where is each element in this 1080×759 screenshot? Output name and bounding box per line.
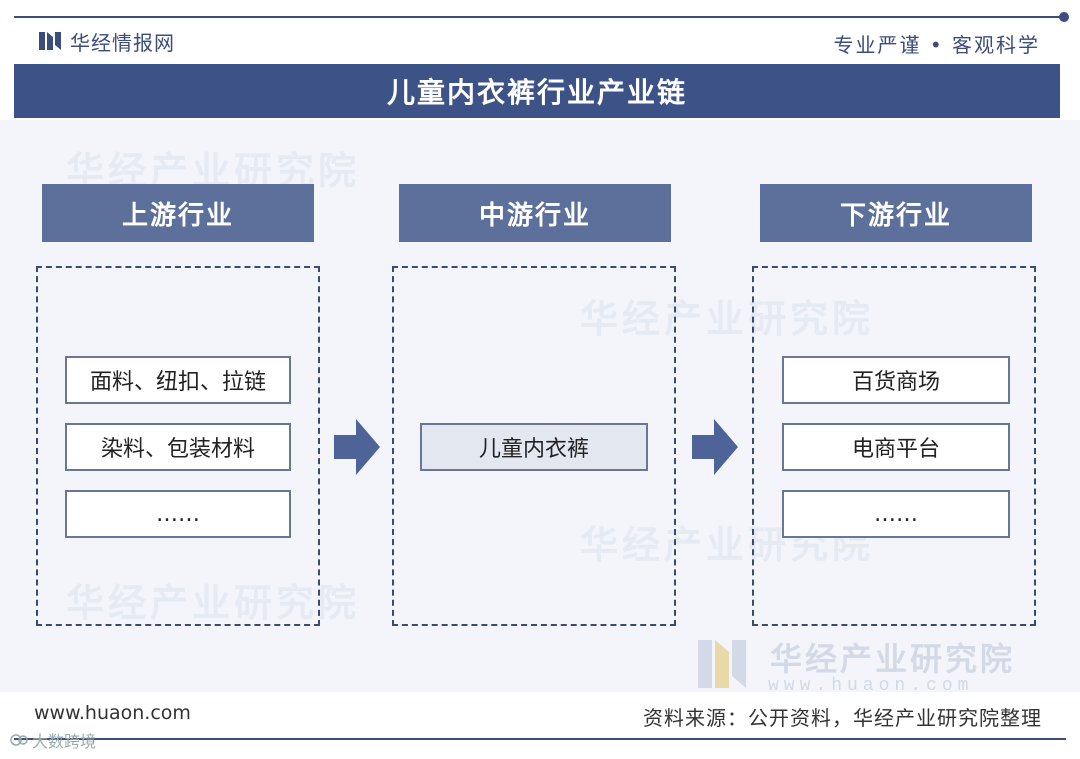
- upstream-item: ……: [65, 490, 291, 538]
- corner-watermark: 大数跨境: [10, 728, 96, 752]
- upstream-item: 染料、包装材料: [65, 423, 291, 471]
- page-title: 儿童内衣裤行业产业链: [14, 64, 1060, 118]
- slogan: 专业严谨 • 客观科学: [833, 33, 1040, 57]
- brand-logo-icon: [39, 32, 61, 50]
- stage-box-upstream: [36, 266, 320, 626]
- stage-box-downstream: [752, 266, 1036, 626]
- stage-header-upstream: 上游行业: [42, 184, 314, 242]
- arrow-right-icon: [334, 419, 380, 475]
- footer-source: 资料来源：公开资料，华经产业研究院整理: [643, 706, 1042, 730]
- upstream-item: 面料、纽扣、拉链: [65, 356, 291, 404]
- watermark-brand: 华经产业研究院: [770, 640, 1016, 678]
- stage-header-downstream: 下游行业: [760, 184, 1032, 242]
- watermark-url: www.huaon.com: [768, 676, 974, 696]
- watermark-logo-icon: [698, 640, 746, 688]
- arrow-right-icon: [692, 419, 738, 475]
- stage-box-midstream: [392, 266, 676, 626]
- midstream-item: 儿童内衣裤: [420, 423, 648, 471]
- bottom-rule: [14, 738, 1066, 740]
- brand: 华经情报网: [38, 28, 175, 55]
- stage-header-midstream: 中游行业: [399, 184, 671, 242]
- watermark-text: 华经产业研究院: [66, 581, 361, 625]
- corner-watermark-icon: [10, 734, 28, 746]
- top-rule: [14, 16, 1066, 18]
- downstream-item: 电商平台: [782, 423, 1010, 471]
- downstream-item: 百货商场: [782, 356, 1010, 404]
- watermark-text: 华经产业研究院: [580, 297, 875, 341]
- footer-url[interactable]: www.huaon.com: [34, 702, 191, 724]
- top-rule-dot: [1059, 12, 1069, 22]
- brand-name: 华经情报网: [70, 30, 175, 55]
- corner-watermark-text: 大数跨境: [32, 732, 97, 751]
- downstream-item: ……: [782, 490, 1010, 538]
